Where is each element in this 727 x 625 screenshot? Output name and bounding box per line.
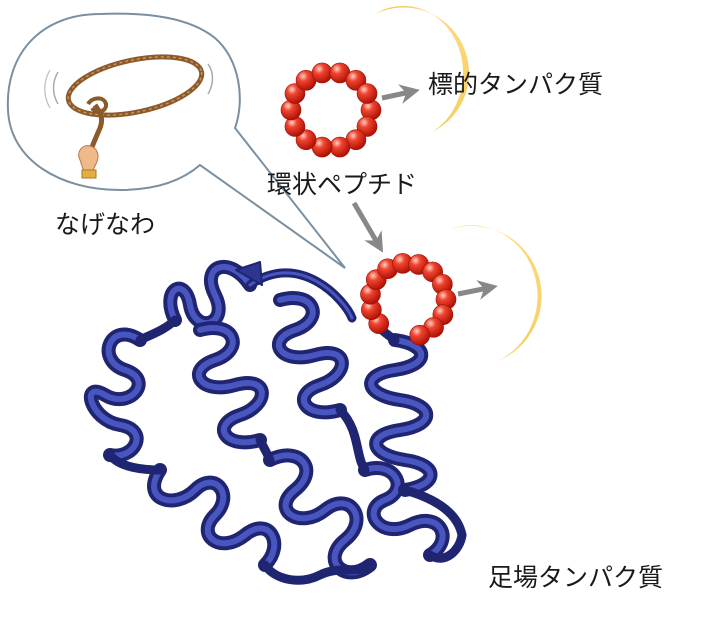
cyclic-peptide-ring	[280, 62, 382, 158]
label-cyclic-peptide: 環状ペプチド	[267, 170, 418, 199]
arrow-to-bound-target	[457, 280, 498, 300]
peptide-bead	[356, 83, 378, 104]
cyclic-peptide-lasso	[360, 253, 457, 346]
scaffold-protein-ribbon	[83, 260, 467, 585]
label-target-protein: 標的タンパク質	[428, 70, 604, 99]
hand-icon	[78, 145, 99, 179]
peptide-bead	[329, 136, 351, 158]
label-lasso: なげなわ	[55, 210, 156, 239]
label-scaffold-protein: 足場タンパク質	[488, 563, 664, 592]
arrow-to-scaffold	[351, 201, 384, 253]
target-protein-top	[375, 5, 470, 132]
speech-bubble	[6, 12, 346, 269]
peptide-bead	[311, 62, 333, 84]
peptide-bead	[409, 324, 431, 346]
arrow-to-target	[381, 84, 420, 104]
